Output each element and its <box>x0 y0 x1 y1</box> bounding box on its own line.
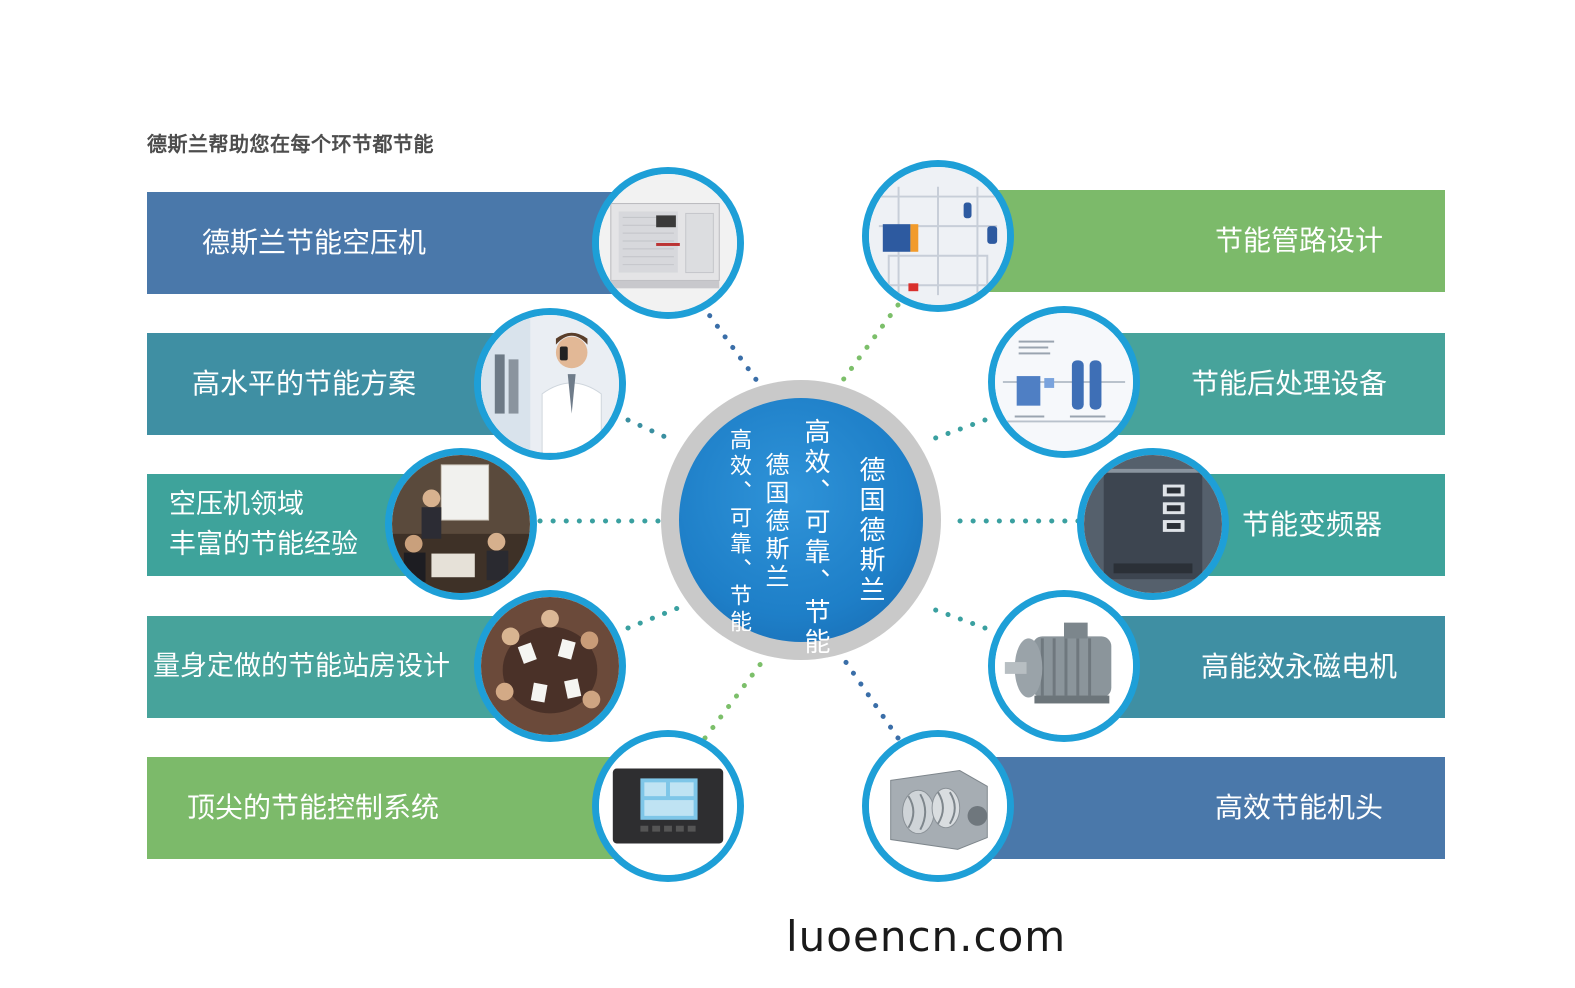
dryer-schematic-image <box>988 306 1140 458</box>
connector-right-5 <box>840 655 901 741</box>
screw-airend-image <box>862 730 1014 882</box>
electric-motor-image <box>988 590 1140 742</box>
connector-left-1 <box>699 302 763 388</box>
connector-right-1 <box>840 302 901 383</box>
right-bar-1: 节能管路设计 <box>955 190 1445 292</box>
connector-right-4 <box>927 605 988 631</box>
right-bar-label: 节能管路设计 <box>1214 224 1383 257</box>
left-bar-label: 量身定做的节能站房设计 <box>153 651 450 682</box>
right-bar-label: 高效节能机头 <box>1214 791 1383 824</box>
connector-left-4 <box>625 605 681 631</box>
watermark-text: luoencn.com <box>786 912 1067 961</box>
hub-text-column-1: 德国德斯兰 <box>855 456 885 606</box>
pipeline-layout-image <box>862 160 1014 312</box>
right-bar-5: 高效节能机头 <box>955 757 1445 859</box>
control-panel-image <box>592 730 744 882</box>
team-table-image <box>474 590 626 742</box>
hub-text-column-3: 德国德斯兰 <box>761 452 789 592</box>
right-bar-label: 节能后处理设备 <box>1190 367 1387 400</box>
hub-text-column-2: 高效、可靠、节能 <box>800 418 830 658</box>
hub-core <box>679 398 923 642</box>
connector-left-2 <box>625 417 675 443</box>
compressor-cabinet-image <box>592 167 744 319</box>
meeting-presentation-image <box>385 448 537 600</box>
left-bar-label: 顶尖的节能控制系统 <box>187 791 440 824</box>
right-bar-label: 节能变频器 <box>1242 508 1383 541</box>
page-heading: 德斯兰帮助您在每个环节都节能 <box>147 132 434 156</box>
left-bar-label: 高水平的节能方案 <box>192 367 417 400</box>
left-bar-5: 顶尖的节能控制系统 <box>147 757 647 859</box>
right-bar-label: 高能效永磁电机 <box>1200 650 1397 683</box>
businessman-phone-image <box>474 308 626 460</box>
left-bar-label: 空压机领域 丰富的节能经验 <box>169 489 358 560</box>
left-bar-label: 德斯兰节能空压机 <box>202 226 427 259</box>
inverter-cabinet-image <box>1077 448 1229 600</box>
connector-right-2 <box>927 417 988 443</box>
connector-left-5 <box>702 655 768 741</box>
left-bar-1: 德斯兰节能空压机 <box>147 192 647 294</box>
hub-text-column-4: 高效、可靠、节能 <box>726 428 751 636</box>
